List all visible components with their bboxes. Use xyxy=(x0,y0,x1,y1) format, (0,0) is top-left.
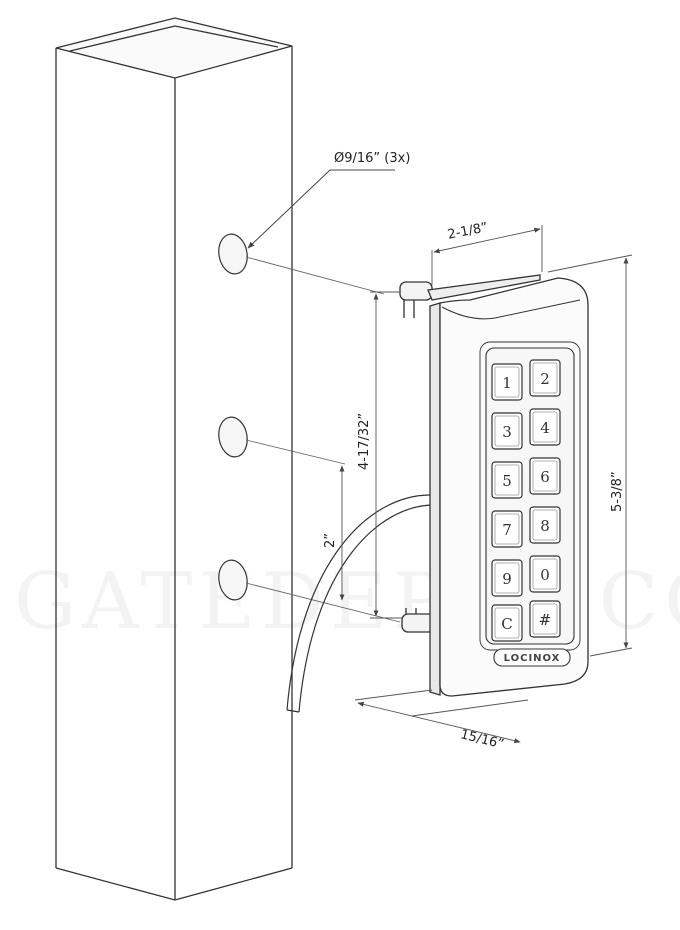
key-2-label: 2 xyxy=(540,370,550,388)
key-c[interactable]: C xyxy=(491,604,523,642)
dim-height-label: 5-3/8” xyxy=(610,471,625,512)
hole-top xyxy=(218,233,248,275)
mounting-stud-bottom xyxy=(401,608,435,633)
key-4[interactable]: 4 xyxy=(529,408,561,446)
key-hash-label: # xyxy=(539,611,552,629)
mounting-stud-top xyxy=(399,281,433,318)
dim-width xyxy=(431,225,543,285)
hole-middle xyxy=(218,416,248,458)
dim-depth xyxy=(354,689,529,744)
key-0-label: 0 xyxy=(540,566,550,584)
key-9-label: 9 xyxy=(502,570,512,588)
key-1[interactable]: 1 xyxy=(491,363,523,401)
key-4-label: 4 xyxy=(540,419,550,437)
dim-mount-spacing xyxy=(370,291,402,619)
hole-bottom xyxy=(218,559,248,601)
key-2[interactable]: 2 xyxy=(529,359,561,397)
key-5-label: 5 xyxy=(502,472,512,490)
key-hash[interactable]: # xyxy=(529,600,561,638)
key-3[interactable]: 3 xyxy=(491,412,523,450)
dim-hole-spacing-label: 2” xyxy=(323,533,338,548)
square-post xyxy=(55,17,293,901)
key-0[interactable]: 0 xyxy=(529,555,561,593)
dim-width-label: 2-1/8” xyxy=(446,220,489,242)
key-7[interactable]: 7 xyxy=(491,510,523,548)
key-8-label: 8 xyxy=(540,517,550,535)
hole-diameter-label: Ø9/16” (3x) xyxy=(334,151,410,166)
key-8[interactable]: 8 xyxy=(529,506,561,544)
mounting-holes xyxy=(218,233,248,601)
key-6-label: 6 xyxy=(540,468,550,486)
hole-diameter-callout: Ø9/16” (3x) xyxy=(247,151,410,249)
dim-depth-label: 15/16” xyxy=(459,727,506,752)
key-6[interactable]: 6 xyxy=(529,457,561,495)
dim-height xyxy=(547,254,633,657)
key-1-label: 1 xyxy=(502,374,512,392)
brand-plate: LOCINOX xyxy=(493,648,571,667)
brand-logo-text: LOCINOX xyxy=(504,653,561,664)
key-7-label: 7 xyxy=(502,521,512,539)
key-grid: 1 2 3 4 5 6 7 8 9 0 C # xyxy=(491,359,561,642)
key-5[interactable]: 5 xyxy=(491,461,523,499)
key-c-label: C xyxy=(501,615,512,633)
key-3-label: 3 xyxy=(502,423,512,441)
dim-mount-spacing-label: 4-17/32” xyxy=(357,413,372,470)
key-9[interactable]: 9 xyxy=(491,559,523,597)
